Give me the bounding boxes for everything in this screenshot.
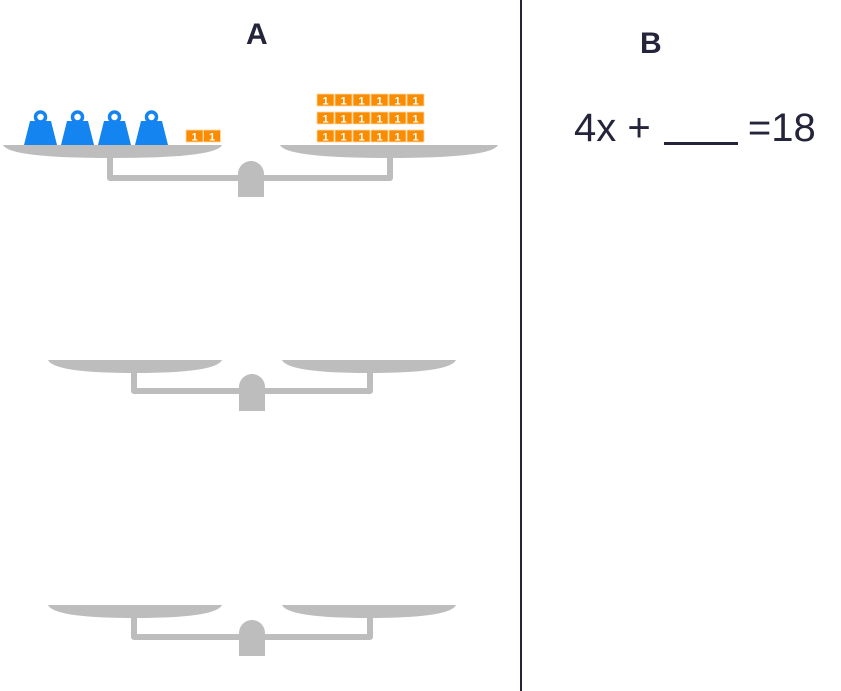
- unit-block-label: 1: [358, 114, 364, 126]
- unit-block: 1: [370, 111, 389, 126]
- right-pan: [280, 145, 498, 158]
- unit-block-label: 1: [394, 96, 400, 108]
- unit-block-rect: [316, 93, 335, 107]
- scale-fulcrum: [239, 374, 265, 411]
- unit-block-label: 1: [412, 114, 418, 126]
- unit-block-rect: [406, 93, 425, 107]
- weight-x-icon: [135, 110, 168, 145]
- panel-b-label: B: [640, 27, 662, 60]
- unit-block-label: 1: [412, 96, 418, 108]
- unit-block: 1: [316, 111, 335, 126]
- unit-block-rect: [406, 129, 425, 143]
- weight-body: [98, 121, 131, 145]
- unit-block: 1: [203, 129, 221, 144]
- unit-block-rect: [203, 129, 221, 143]
- left-pan: [48, 360, 222, 373]
- weight-handle: [33, 110, 48, 124]
- unit-block-rect: [406, 111, 425, 125]
- weight-body: [135, 121, 168, 145]
- right-pan: [282, 360, 456, 373]
- unit-block: 1: [406, 93, 425, 108]
- equation: 4x + =18: [574, 106, 816, 151]
- unit-block-rect: [334, 129, 353, 143]
- unit-block-label: 1: [322, 96, 328, 108]
- scale-fulcrum: [238, 161, 264, 197]
- unit-block: 1: [316, 129, 335, 144]
- balance-scale: [48, 360, 456, 411]
- unit-block-label: 1: [340, 96, 346, 108]
- unit-block-rect: [316, 129, 335, 143]
- unit-block-label: 1: [376, 132, 382, 144]
- unit-block-label: 1: [358, 132, 364, 144]
- unit-block-rect: [370, 129, 389, 143]
- unit-block: 1: [352, 111, 371, 126]
- unit-block-rect: [316, 111, 335, 125]
- unit-block-rect: [388, 129, 407, 143]
- unit-block-rect: [370, 93, 389, 107]
- unit-block-label: 1: [376, 114, 382, 126]
- balance-scale: [48, 605, 456, 656]
- unit-block-label: 1: [412, 132, 418, 144]
- weight-body: [24, 121, 57, 145]
- weight-x-icon: [24, 110, 57, 145]
- unit-block-rect: [352, 111, 371, 125]
- unit-block-label: 1: [358, 96, 364, 108]
- unit-block: 1: [388, 93, 407, 108]
- unit-block: 1: [388, 129, 407, 144]
- unit-block-label: 1: [394, 114, 400, 126]
- unit-block: 1: [370, 93, 389, 108]
- unit-block: 1: [406, 129, 425, 144]
- unit-block-label: 1: [376, 96, 382, 108]
- right-pan: [282, 605, 456, 618]
- unit-block-label: 1: [340, 114, 346, 126]
- unit-block-rect: [352, 93, 371, 107]
- unit-block: 1: [334, 111, 353, 126]
- unit-block-rect: [388, 93, 407, 107]
- unit-block-label: 1: [394, 132, 400, 144]
- unit-block-rect: [352, 129, 371, 143]
- unit-block-label: 1: [322, 132, 328, 144]
- unit-block-rect: [388, 111, 407, 125]
- panel-a-label: A: [246, 18, 268, 51]
- unit-block: 1: [388, 111, 407, 126]
- weight-x-icon: [61, 110, 94, 145]
- scale-fulcrum: [239, 620, 265, 656]
- unit-block: 1: [352, 129, 371, 144]
- left-pan: [48, 605, 222, 618]
- left-pan: [3, 145, 222, 158]
- panel-divider: [520, 0, 522, 691]
- weight-body: [61, 121, 94, 145]
- weight-handle: [144, 110, 159, 124]
- unit-block: 1: [334, 129, 353, 144]
- unit-block-rect: [370, 111, 389, 125]
- weight-handle: [70, 110, 85, 124]
- equation-left-term: 4x +: [574, 106, 651, 150]
- weight-handle: [107, 110, 122, 124]
- unit-block: 1: [352, 93, 371, 108]
- unit-block-label: 1: [322, 114, 328, 126]
- unit-block: 1: [334, 93, 353, 108]
- unit-block-label: 1: [191, 132, 197, 144]
- unit-block-rect: [334, 93, 353, 107]
- unit-block: 1: [406, 111, 425, 126]
- equation-blank-input[interactable]: [663, 106, 738, 145]
- unit-block-label: 1: [340, 132, 346, 144]
- unit-block-rect: [334, 111, 353, 125]
- equation-right-side: =18: [747, 106, 816, 150]
- unit-block-label: 1: [209, 132, 215, 144]
- unit-block: 1: [370, 129, 389, 144]
- unit-block: 1: [185, 129, 204, 144]
- unit-block: 1: [316, 93, 335, 108]
- weight-x-icon: [98, 110, 131, 145]
- unit-block-rect: [185, 129, 204, 143]
